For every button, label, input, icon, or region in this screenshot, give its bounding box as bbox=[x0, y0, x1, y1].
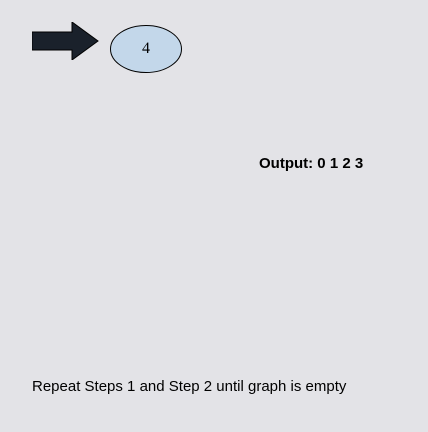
node-label: 4 bbox=[142, 40, 150, 57]
graph-node bbox=[110, 25, 182, 73]
right-arrow-icon bbox=[32, 22, 99, 60]
instruction-text: Repeat Steps 1 and Step 2 until graph is… bbox=[32, 378, 347, 395]
output-text: Output: 0 1 2 3 bbox=[259, 155, 364, 172]
